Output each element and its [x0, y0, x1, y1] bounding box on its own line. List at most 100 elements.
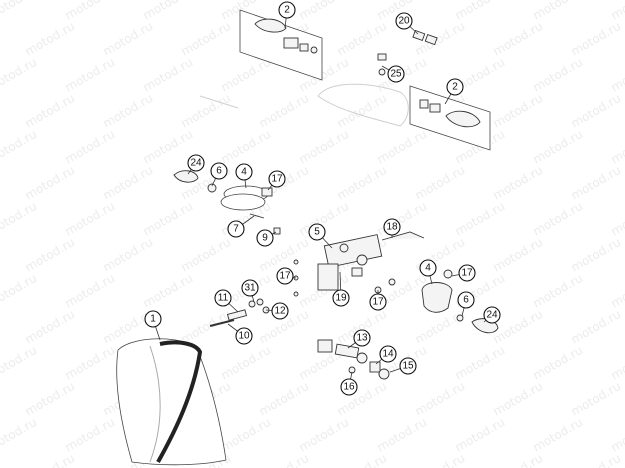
watermark-text: motod.ru	[531, 271, 586, 311]
callout-circle	[483, 306, 501, 324]
watermark-text: motod.ru	[297, 0, 352, 23]
callout-circle	[395, 12, 413, 30]
watermark-text: motod.ru	[609, 271, 625, 311]
callout-number: 19	[335, 293, 347, 304]
callout-number: 18	[386, 222, 398, 233]
watermark-text: motod.ru	[141, 55, 196, 95]
watermark-text: motod.ru	[23, 307, 78, 347]
right-lamp-cluster	[421, 269, 499, 334]
watermark-text: motod.ru	[569, 163, 624, 203]
callout-2: 2	[278, 1, 296, 19]
watermark-text: motod.ru	[101, 235, 156, 275]
callout-circle	[268, 170, 286, 188]
callout-circle	[446, 78, 464, 96]
callout-number: 17	[372, 297, 384, 308]
callout-7: 7	[227, 220, 245, 238]
callout-number: 6	[216, 166, 222, 177]
watermark-text: motod.ru	[335, 19, 390, 59]
watermark-text: motod.ru	[179, 19, 234, 59]
callout-12: 12	[271, 302, 289, 320]
watermark-text: motod.ru	[23, 451, 78, 468]
watermark-text: motod.ru	[141, 127, 196, 167]
callout-6: 6	[457, 291, 475, 309]
watermark-text: motod.ru	[0, 0, 39, 23]
callout-number: 2	[284, 5, 290, 16]
callout-circle	[458, 264, 476, 282]
callout-17: 17	[268, 170, 286, 188]
callout-number: 14	[382, 349, 394, 360]
callout-circle	[457, 291, 475, 309]
callout-circle	[144, 310, 162, 328]
watermark-text: motod.ru	[257, 451, 312, 468]
watermark-text: motod.ru	[0, 415, 39, 455]
watermark-text: motod.ru	[335, 91, 390, 131]
small-fastener-20	[412, 29, 438, 46]
watermark-text: motod.ru	[179, 235, 234, 275]
callout-4: 4	[235, 163, 253, 181]
watermark-text: motod.ru	[0, 55, 39, 95]
watermark-text: motod.ru	[375, 415, 430, 455]
watermark-text: motod.ru	[63, 55, 118, 95]
callout-number: 24	[190, 158, 202, 169]
watermark-text: motod.ru	[609, 415, 625, 455]
callout-number: 31	[244, 283, 256, 294]
left-lamp-cluster	[173, 170, 281, 235]
callout-circle	[235, 163, 253, 181]
watermark-text: motod.ru	[63, 0, 118, 23]
callout-9: 9	[256, 229, 274, 247]
callout-number: 17	[271, 174, 283, 185]
callout-16: 16	[340, 378, 358, 396]
watermark-text: motod.ru	[101, 163, 156, 203]
watermark-text: motod.ru	[609, 199, 625, 239]
callout-circle	[387, 65, 405, 83]
callout-number: 7	[233, 224, 239, 235]
watermark-text: motod.ru	[569, 235, 624, 275]
watermark-text: motod.ru	[297, 415, 352, 455]
watermark-text: motod.ru	[63, 271, 118, 311]
watermark-text: motod.ru	[531, 55, 586, 95]
watermark-text: motod.ru	[219, 127, 274, 167]
lower-adjuster-assembly	[317, 339, 390, 380]
watermark-text: motod.ru	[569, 379, 624, 419]
callout-circle	[379, 345, 397, 363]
watermark-text: motod.ru	[453, 199, 508, 239]
watermark-text: motod.ru	[569, 307, 624, 347]
callout-1: 1	[144, 310, 162, 328]
watermark-text: motod.ru	[491, 379, 546, 419]
watermark-text: motod.ru	[63, 415, 118, 455]
callout-19: 19	[332, 289, 350, 307]
callout-circle	[419, 259, 437, 277]
callout-5: 5	[308, 223, 326, 241]
watermark-text: motod.ru	[453, 415, 508, 455]
watermark-text: motod.ru	[413, 379, 468, 419]
callout-number: 25	[390, 69, 402, 80]
headlight-mask	[116, 338, 227, 466]
callout-number: 17	[279, 271, 291, 282]
callout-number: 4	[241, 167, 247, 178]
callout-number: 17	[461, 268, 473, 279]
callout-circle	[241, 279, 259, 297]
callout-number: 4	[425, 263, 431, 274]
watermark-text: motod.ru	[23, 19, 78, 59]
watermark-text: motod.ru	[179, 307, 234, 347]
watermark-text: motod.ru	[23, 91, 78, 131]
callout-circle	[340, 378, 358, 396]
watermark-text: motod.ru	[141, 0, 196, 23]
callout-number: 9	[262, 233, 268, 244]
ghost-line	[199, 95, 239, 109]
watermark-text: motod.ru	[569, 451, 624, 468]
turn-signal-assembly-top-left	[239, 9, 323, 81]
callout-number: 6	[463, 295, 469, 306]
callout-circle	[271, 302, 289, 320]
callout-circle	[399, 357, 417, 375]
watermark-text: motod.ru	[23, 379, 78, 419]
watermark-text: motod.ru	[23, 163, 78, 203]
watermark-text: motod.ru	[531, 199, 586, 239]
ghost-fairing-outline	[317, 83, 409, 127]
callout-circle	[235, 327, 253, 345]
watermark-text: motod.ru	[609, 55, 625, 95]
callout-17: 17	[369, 293, 387, 311]
watermark-text: motod.ru	[63, 199, 118, 239]
